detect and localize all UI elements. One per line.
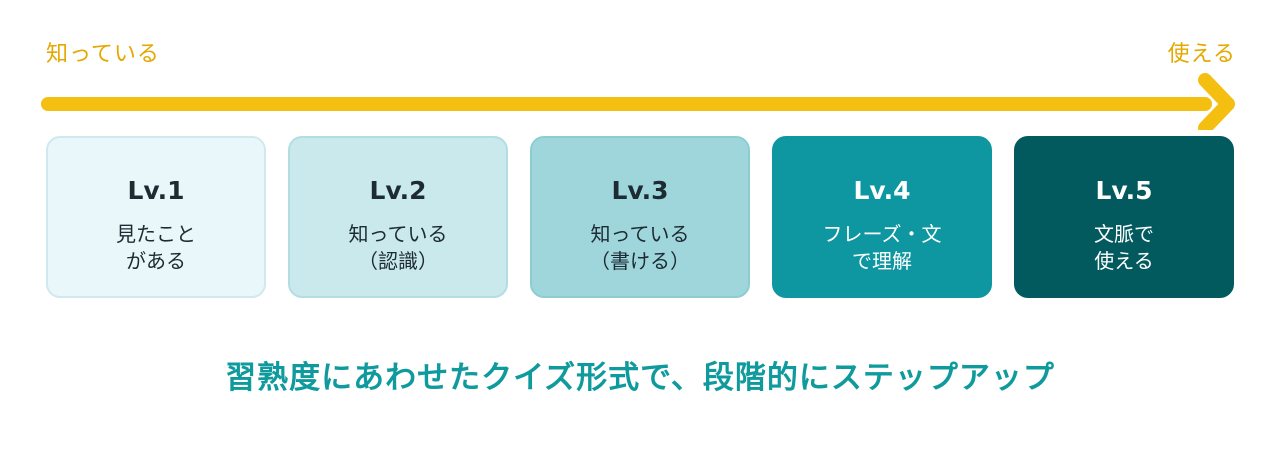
- level-card-5: Lv.5 文脈で 使える: [1014, 136, 1234, 298]
- level-card-3: Lv.3 知っている （書ける）: [530, 136, 750, 298]
- level-title: Lv.3: [611, 176, 669, 205]
- level-title: Lv.1: [127, 176, 185, 205]
- level-card-4: Lv.4 フレーズ・文 で理解: [772, 136, 992, 298]
- level-description: 知っている （認識）: [348, 222, 448, 273]
- caption: 習熟度にあわせたクイズ形式で、段階的にステップアップ: [225, 360, 1055, 396]
- level-description: 見たこと がある: [116, 222, 196, 273]
- level-title: Lv.4: [853, 176, 911, 205]
- level-title: Lv.2: [369, 176, 427, 205]
- level-card-2: Lv.2 知っている （認識）: [288, 136, 508, 298]
- level-description: 知っている （書ける）: [590, 222, 690, 273]
- level-card-1: Lv.1 見たこと がある: [46, 136, 266, 298]
- arrow-start-label: 知っている: [46, 42, 160, 67]
- progress-arrow: [41, 73, 1235, 130]
- level-description: 文脈で 使える: [1094, 222, 1154, 273]
- arrow-end-label: 使える: [1167, 42, 1236, 67]
- level-title: Lv.5: [1095, 176, 1153, 205]
- arrow-head: [1198, 73, 1235, 130]
- level-description: フレーズ・文 で理解: [822, 222, 942, 273]
